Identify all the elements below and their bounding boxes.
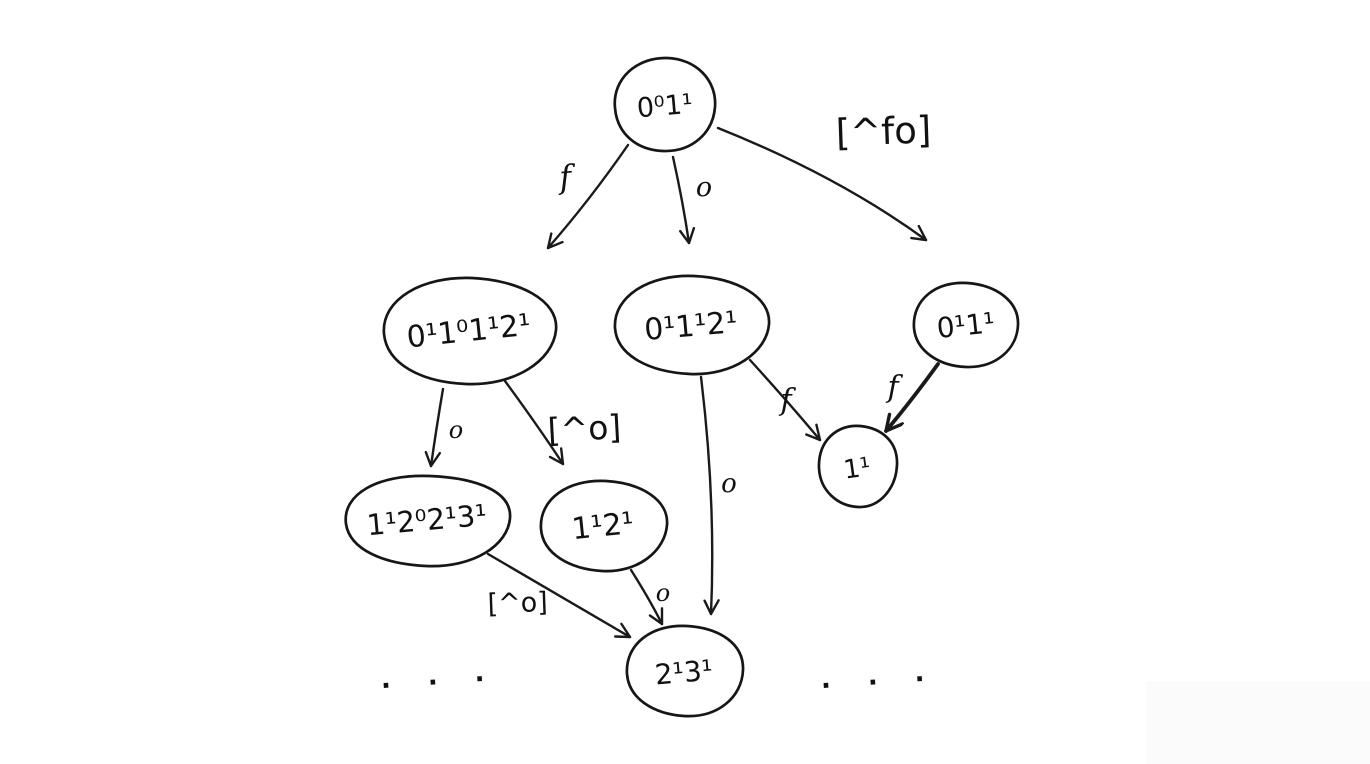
state-node-3-shape — [912, 281, 1020, 369]
edge-8-arrow — [486, 552, 632, 639]
edge-3-label: o — [449, 416, 463, 444]
edge-0-label: f — [556, 157, 578, 196]
state-node-1-shape — [382, 276, 558, 386]
ellipsis-left: . . . — [380, 657, 500, 695]
state-node-3: 0¹1¹ — [912, 281, 1020, 369]
edge-6-label: o — [721, 469, 737, 499]
state-node-2-shape — [613, 274, 771, 376]
edge-6-arrow — [699, 375, 720, 616]
state-node-4: 1¹2⁰2¹3¹ — [344, 474, 512, 568]
state-node-2: 0¹1¹2¹ — [613, 274, 771, 376]
state-node-0: 0⁰1¹ — [613, 56, 717, 153]
state-node-5-label: 1¹2¹ — [570, 506, 636, 547]
states: 0⁰1¹ 0¹1⁰1¹2¹ 0¹1¹2¹ 0¹1¹ 1¹2⁰2¹3¹ 1¹2¹ … — [344, 56, 1020, 718]
state-node-7: 2¹3¹ — [625, 624, 745, 718]
edge-2-arrow — [716, 126, 928, 242]
edge-0-arrow — [546, 143, 630, 250]
edge-1-label: o — [696, 172, 712, 203]
edge-7-label: f — [885, 370, 903, 405]
edge-3-arrow — [424, 387, 445, 468]
state-node-6: 1¹ — [817, 424, 899, 509]
edge-5-label: f — [778, 383, 796, 418]
state-node-6-label: 1¹ — [842, 452, 873, 485]
state-node-1: 0¹1⁰1¹2¹ — [382, 276, 558, 386]
state-node-6-shape — [817, 424, 899, 509]
edge-9-label: o — [656, 579, 670, 607]
state-node-5: 1¹2¹ — [539, 479, 669, 573]
edge-5-arrow — [748, 358, 822, 442]
state-node-5-shape — [539, 479, 669, 573]
edge-7-arrow — [884, 362, 940, 433]
corner-highlight — [1146, 681, 1370, 764]
edge-1-arrow — [671, 155, 696, 245]
transitions: f o [^fo] o [^o] f o f [^o] o — [424, 108, 940, 639]
state-node-7-label: 2¹3¹ — [654, 654, 715, 692]
edge-9-arrow — [629, 568, 664, 626]
state-node-3-label: 0¹1¹ — [935, 306, 996, 345]
state-node-2-label: 0¹1¹2¹ — [643, 305, 739, 348]
edge-2-label: [^fo] — [835, 108, 932, 154]
ellipsis-right: . . . — [820, 657, 940, 695]
state-node-7-shape — [625, 624, 745, 718]
state-node-4-shape — [344, 474, 512, 568]
state-node-0-shape — [613, 56, 717, 153]
edge-4-arrow — [503, 379, 565, 466]
state-node-0-label: 0⁰1¹ — [636, 89, 695, 125]
edge-8-label: [^o] — [487, 587, 548, 620]
edge-4-label: [^o] — [547, 407, 623, 450]
